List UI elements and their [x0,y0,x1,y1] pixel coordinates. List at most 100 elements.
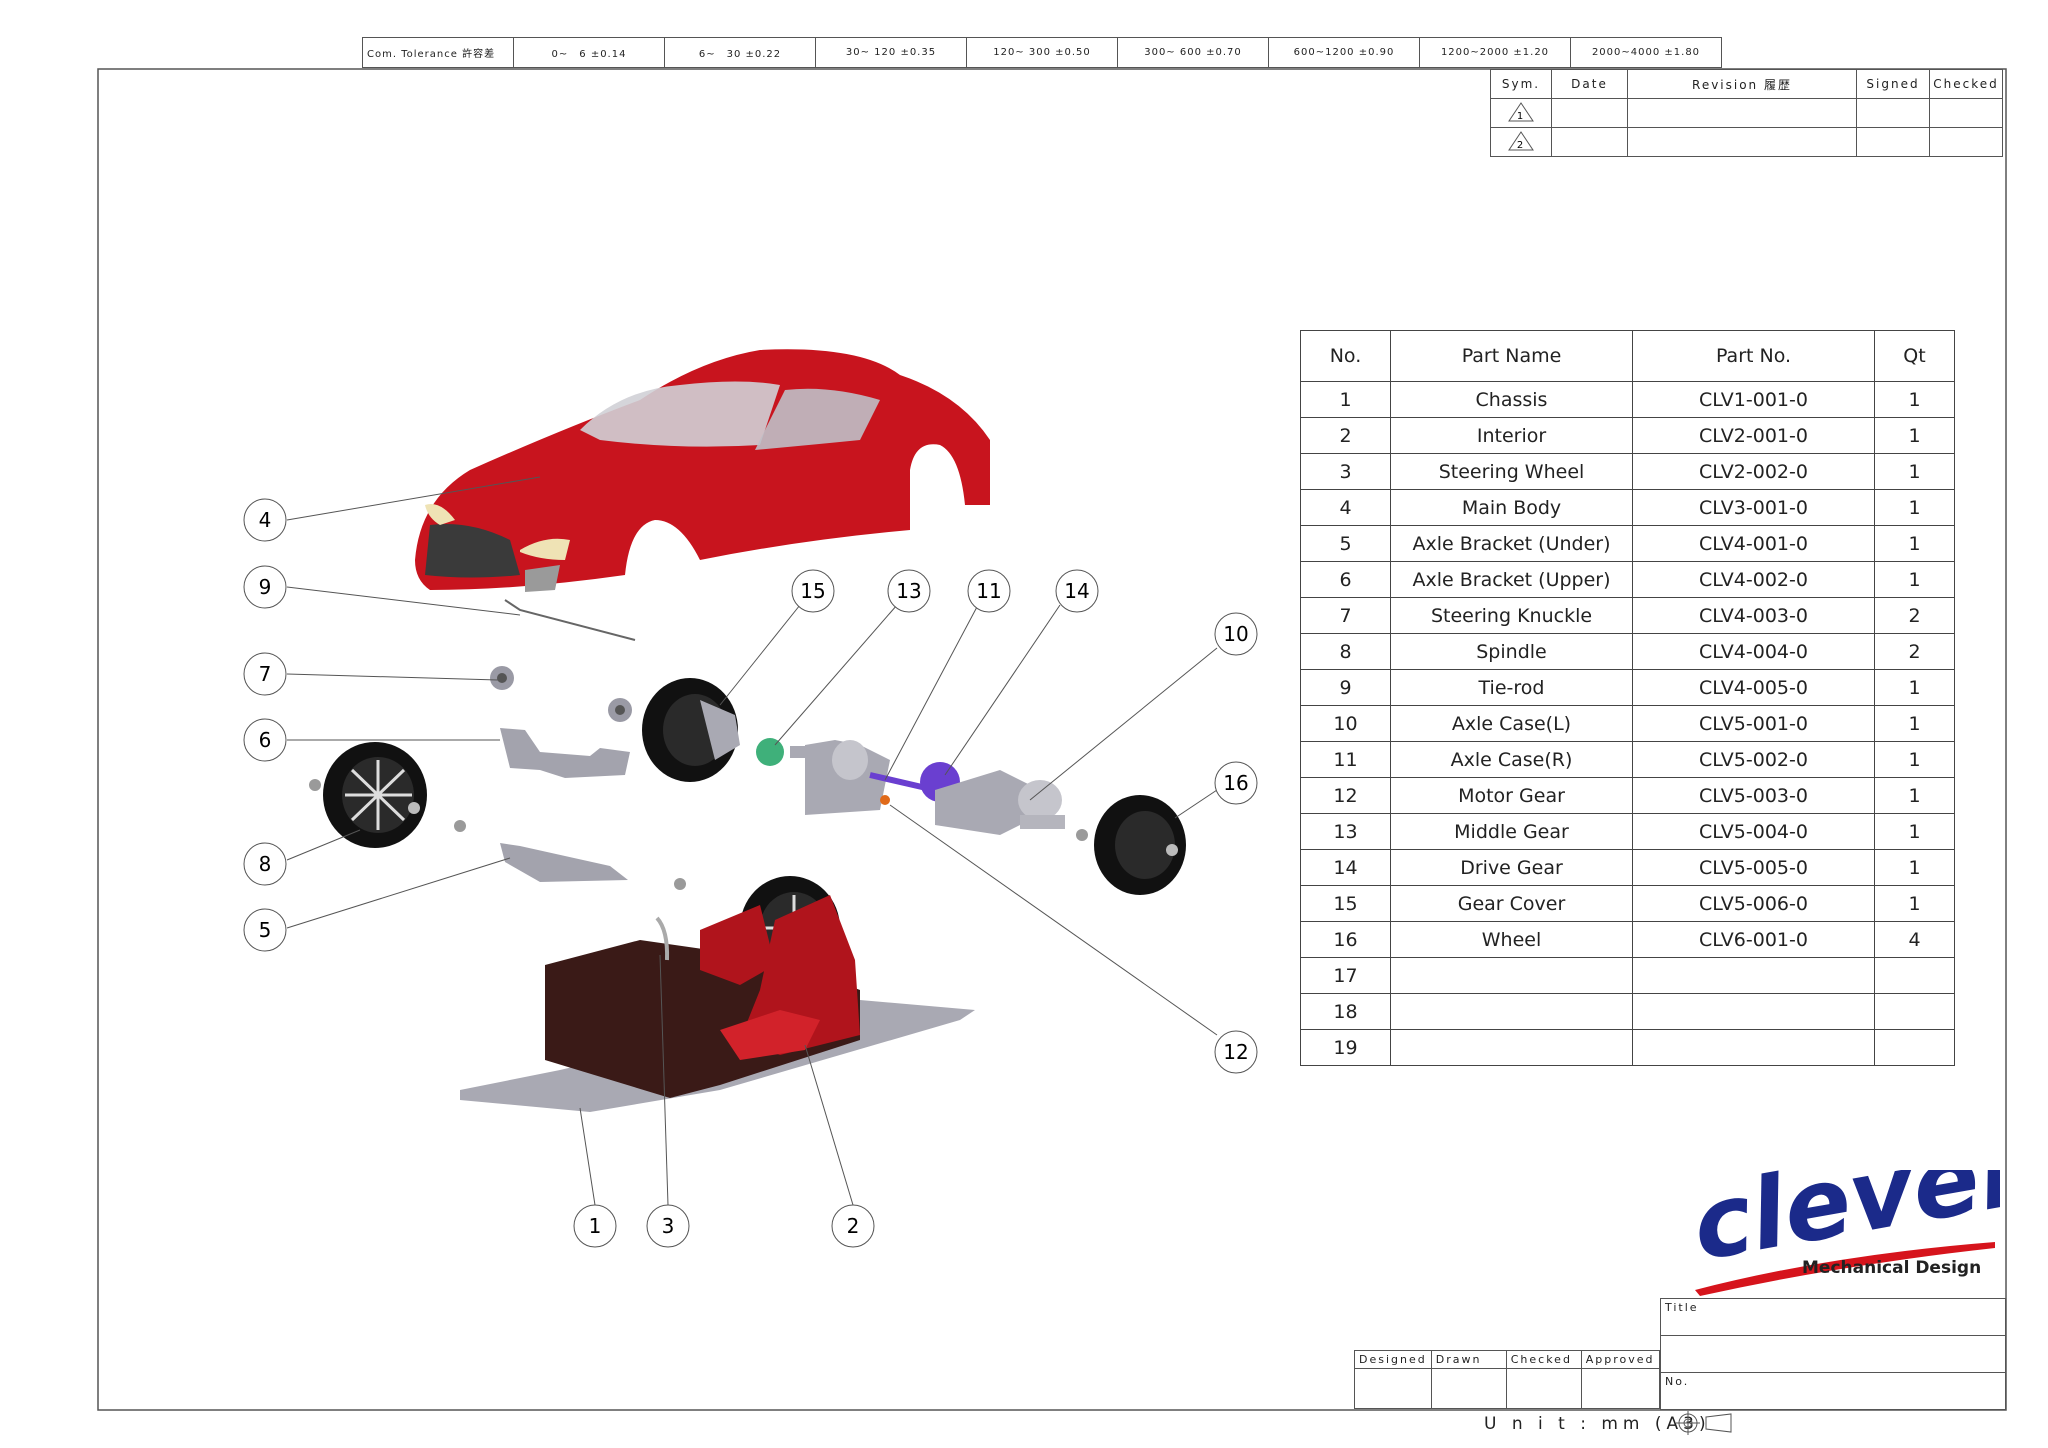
bom-cell-qt: 2 [1874,633,1955,670]
bom-cell-name: Chassis [1390,381,1633,418]
bom-cell-name: Spindle [1390,633,1633,670]
bom-cell-qt: 1 [1874,669,1955,706]
tolerance-table: Com. Tolerance 許容差 0~ 6 ±0.14 6~ 30 ±0.2… [362,37,1722,68]
tolerance-range: 300~ 600 ±0.70 [1117,37,1269,68]
bom-cell-part: CLV2-002-0 [1632,453,1875,490]
bom-cell-part: CLV4-003-0 [1632,597,1875,634]
axle-bracket-upper-part [500,728,630,778]
rev-sym-cell: 1 [1490,98,1552,128]
bom-cell-qt [1874,1029,1955,1066]
seat-part [700,895,860,1060]
bom-cell-qt: 1 [1874,705,1955,742]
logo-subtitle: Mechanical Design [1802,1258,1982,1278]
bom-cell-part: CLV5-003-0 [1632,777,1875,814]
clever-logo: clever [1684,1170,2000,1296]
bom-cell-qt: 2 [1874,597,1955,634]
projection-symbol-icon [1676,1411,1732,1435]
bom-cell-name: Axle Case(L) [1390,705,1633,742]
bom-cell-name [1390,1029,1633,1066]
bom-cell-no: 6 [1300,561,1391,598]
bom-cell-no: 8 [1300,633,1391,670]
bom-cell-qt: 1 [1874,777,1955,814]
callout-5: 5 [243,908,287,952]
bom-cell-part: CLV5-005-0 [1632,849,1875,886]
svg-text:15: 15 [800,579,825,603]
bom-cell-name: Gear Cover [1390,885,1633,922]
wheel-part [1094,795,1186,895]
rev-header-signed: Signed [1856,69,1930,99]
revision-table: Sym. Date Revision 履歴 Signed Checked 1 2 [1490,69,2003,157]
tolerance-label: Com. Tolerance 許容差 [362,37,514,68]
bom-cell-no: 7 [1300,597,1391,634]
bom-row: 18 [1300,993,1955,1030]
callout-8: 8 [243,842,287,886]
bom-cell-no: 10 [1300,705,1391,742]
bom-cell-no: 14 [1300,849,1391,886]
callout-7: 7 [243,652,287,696]
unit-label: U n i t : mm (A3) [1484,1414,1711,1434]
callout-11: 11 [967,569,1011,613]
bom-cell-name: Steering Knuckle [1390,597,1633,634]
bom-cell-name: Tie-rod [1390,669,1633,706]
bom-cell-no: 19 [1300,1029,1391,1066]
approval-block: Designed Drawn Checked Approved [1354,1350,1660,1409]
bom-cell-no: 15 [1300,885,1391,922]
callout-3: 3 [646,1204,690,1248]
role-approved: Approved [1580,1350,1660,1369]
bom-header-no: No. [1300,330,1391,382]
bom-cell-part: CLV4-001-0 [1632,525,1875,562]
bom-cell-part [1632,993,1875,1030]
callout-15: 15 [791,569,835,613]
bom-cell-no: 16 [1300,921,1391,958]
bom-cell-part: CLV3-001-0 [1632,489,1875,526]
revision-triangle-icon: 1 [1508,101,1534,122]
role-designed: Designed [1354,1350,1432,1369]
revision-triangle-icon: 2 [1508,130,1534,151]
bom-cell-qt: 1 [1874,741,1955,778]
svg-text:13: 13 [896,579,921,603]
bom-cell-name: Axle Bracket (Upper) [1390,561,1633,598]
bom-cell-part: CLV4-004-0 [1632,633,1875,670]
bom-cell-no: 4 [1300,489,1391,526]
bom-cell-qt: 1 [1874,525,1955,562]
rev-header-sym: Sym. [1490,69,1552,99]
bom-header-part: Part No. [1632,330,1875,382]
rev-sym-cell: 2 [1490,127,1552,157]
bom-cell-name [1390,957,1633,994]
leader-lines [286,476,1218,1206]
svg-text:2: 2 [847,1214,860,1238]
bom-cell-name: Interior [1390,417,1633,454]
callout-1: 1 [573,1204,617,1248]
callout-2: 2 [831,1204,875,1248]
callout-14: 14 [1055,569,1099,613]
svg-text:12: 12 [1223,1040,1248,1064]
bom-cell-qt: 4 [1874,921,1955,958]
bom-header-name: Part Name [1390,330,1633,382]
spindle-part [309,779,1088,890]
rev-sym-text: 2 [1517,140,1525,151]
bom-row: 19 [1300,1029,1955,1066]
bom-cell-name: Main Body [1390,489,1633,526]
callout-13: 13 [887,569,931,613]
tolerance-range: 600~1200 ±0.90 [1268,37,1420,68]
bom-cell-no: 18 [1300,993,1391,1030]
bom-cell-name: Axle Bracket (Under) [1390,525,1633,562]
bom-row: 17 [1300,957,1955,994]
bom-cell-qt: 1 [1874,417,1955,454]
bom-cell-name: Middle Gear [1390,813,1633,850]
callout-9: 9 [243,565,287,609]
wheel-part [323,742,427,848]
svg-text:5: 5 [259,918,272,942]
svg-text:11: 11 [976,579,1001,603]
